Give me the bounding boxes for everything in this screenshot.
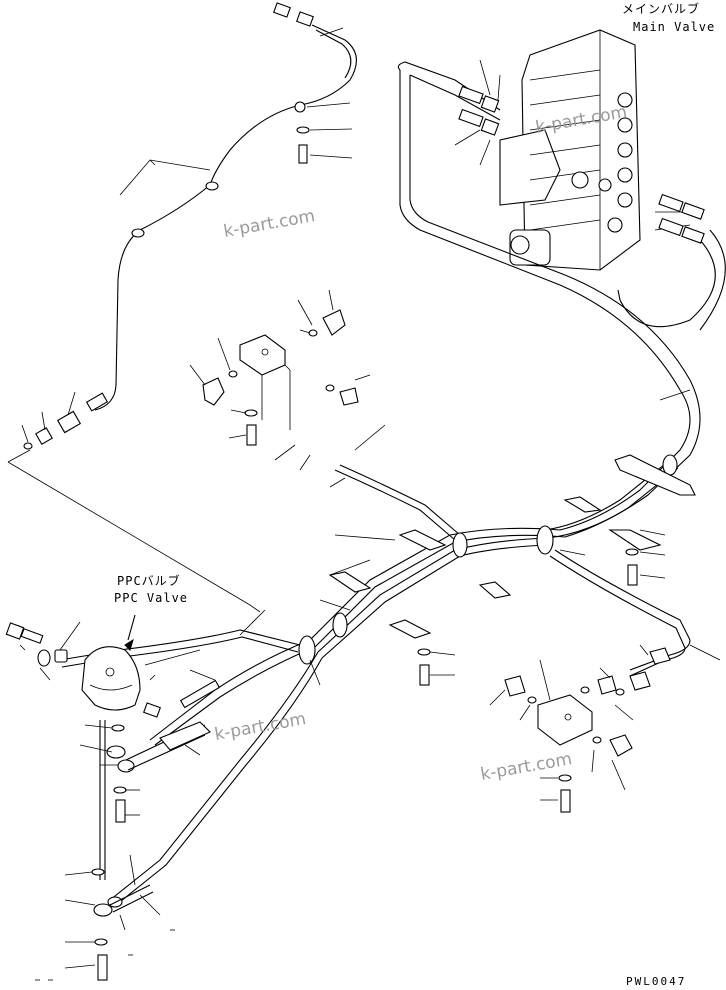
lower-clamps — [35, 720, 211, 981]
drawing-code: PWL0047 — [626, 975, 687, 988]
main-valve — [499, 29, 641, 271]
top-pilot-hose — [94, 2, 357, 411]
frame-outline — [7, 449, 261, 613]
ppc-valve — [5, 609, 266, 756]
main-valve-spools — [510, 30, 633, 270]
left-pilot-fittings — [21, 391, 109, 450]
callout-leaders-right — [274, 59, 721, 686]
lower-manifold-block — [489, 644, 671, 813]
main-valve-label-en: Main Valve — [633, 20, 716, 34]
upper-manifold-block — [189, 289, 371, 446]
ppc-valve-label-jp: PPCバルブ — [117, 574, 181, 588]
main-valve-fittings — [458, 85, 705, 244]
callout-leaders-top — [119, 27, 353, 196]
ppc-valve-label-en: PPC Valve — [114, 591, 189, 605]
bundle-clamps — [298, 454, 696, 686]
main-valve-label-jp: メインバルブ — [622, 2, 701, 16]
